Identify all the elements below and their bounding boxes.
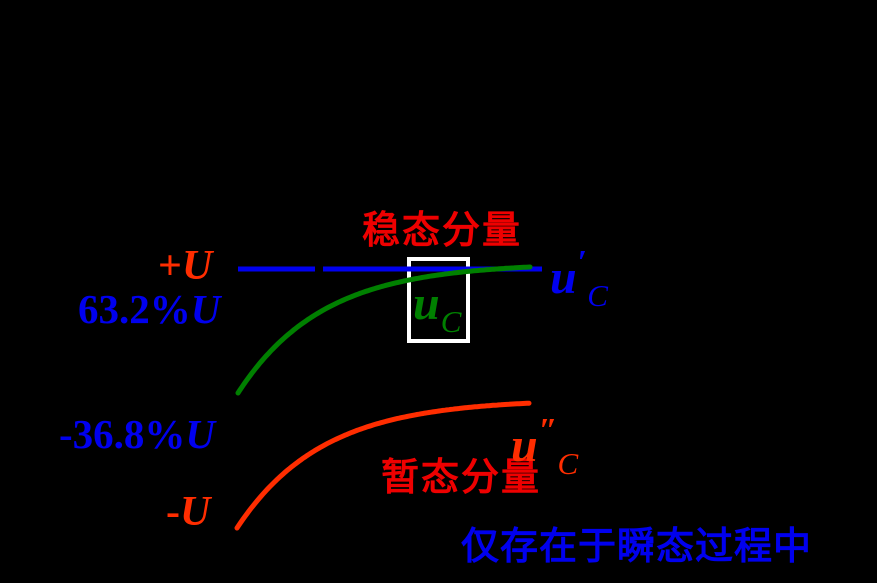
uc-base: u bbox=[413, 277, 440, 330]
u-symbol: U bbox=[190, 286, 221, 332]
uc-highlight-box bbox=[407, 257, 470, 343]
uc-steady-base: u bbox=[550, 251, 577, 304]
caption-transient-only: 仅存在于瞬态过程中 bbox=[461, 526, 813, 568]
plus-sign: + bbox=[158, 243, 182, 289]
uc-transient-base: u bbox=[511, 419, 538, 472]
u-symbol: U bbox=[185, 411, 216, 457]
uc-steady-prime-mark: ′ bbox=[577, 244, 588, 281]
plus-u-label: +U bbox=[158, 245, 212, 287]
uc-transient-label: u″C bbox=[511, 412, 579, 481]
minus-u-label: -U bbox=[166, 491, 210, 533]
transient-component-label: 暂态分量 bbox=[381, 457, 542, 499]
u-symbol: U bbox=[181, 243, 213, 289]
uc-steady-subscript: C bbox=[587, 278, 608, 313]
uc-label: uC bbox=[413, 272, 462, 339]
pct368-value: -36.8% bbox=[59, 411, 186, 457]
uc-transient-curve bbox=[234, 400, 532, 531]
pct63-label: 63.2%U bbox=[78, 289, 220, 330]
pct63-value: 63.2% bbox=[78, 286, 191, 332]
pct368-label: -36.8%U bbox=[59, 414, 215, 455]
uc-transient-subscript: C bbox=[557, 446, 579, 481]
uc-steady-label: u′C bbox=[550, 244, 608, 313]
steady-component-label: 稳态分量 bbox=[362, 210, 523, 252]
uc-total-curve bbox=[235, 264, 533, 396]
uc-subscript: C bbox=[440, 304, 462, 339]
u-symbol: U bbox=[180, 489, 211, 535]
uc-transient-prime-mark: ″ bbox=[538, 412, 558, 449]
minus-sign: - bbox=[166, 489, 180, 535]
